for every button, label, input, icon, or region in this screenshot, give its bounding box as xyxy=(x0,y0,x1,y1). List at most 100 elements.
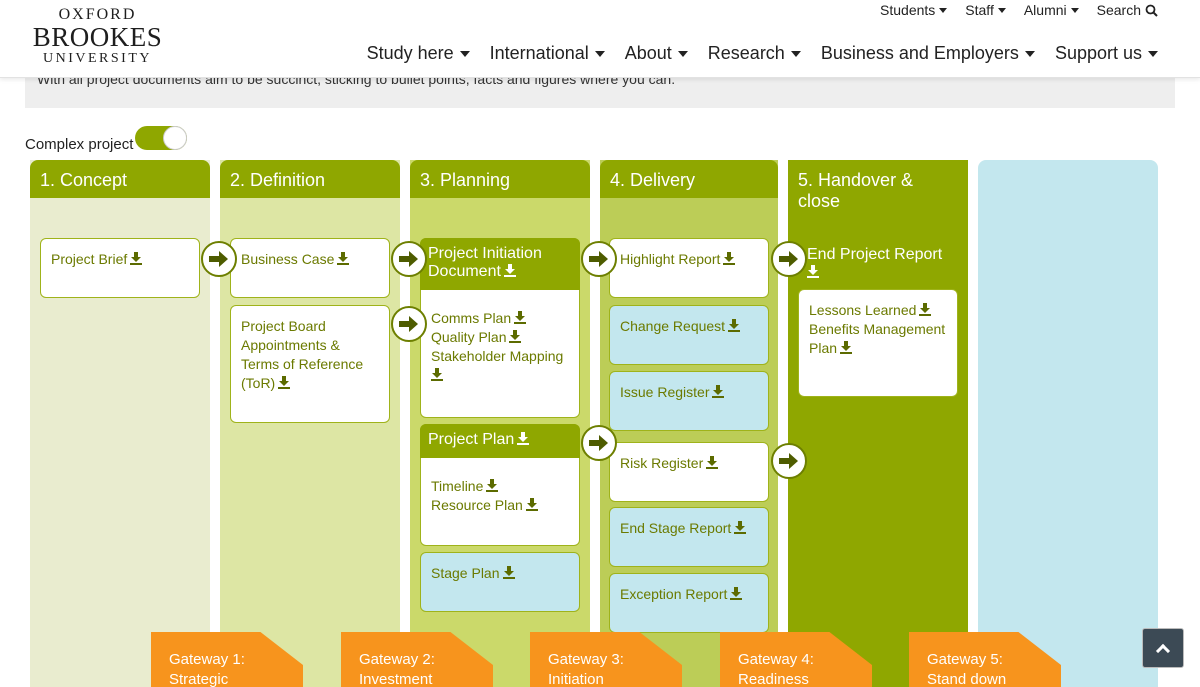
toggle-label: Complex project xyxy=(25,136,134,153)
nav-about[interactable]: About xyxy=(625,43,688,64)
download-icon[interactable] xyxy=(486,479,499,492)
download-icon[interactable] xyxy=(730,587,743,600)
doc-link-pid[interactable]: Project Initiation Document xyxy=(428,245,542,280)
caret-down-icon xyxy=(939,7,948,13)
column-title: 3. Planning xyxy=(410,160,590,198)
download-icon[interactable] xyxy=(807,265,819,278)
util-nav-students[interactable]: Students xyxy=(880,2,948,18)
doc-link-exception-report[interactable]: Exception Report xyxy=(620,586,728,602)
download-icon[interactable] xyxy=(502,566,515,579)
doc-item-stakeholder-mapping[interactable]: Stakeholder Mapping xyxy=(431,347,576,385)
doc-link-end-project-report[interactable]: End Project Report xyxy=(807,246,943,263)
nav-business-employers[interactable]: Business and Employers xyxy=(821,43,1035,64)
doc-link-highlight-report[interactable]: Highlight Report xyxy=(620,251,721,267)
doc-card-board-appointments[interactable]: Project Board Appointments & Terms of Re… xyxy=(230,305,390,423)
column-planning: 3. Planning Project Initiation Document … xyxy=(410,160,590,687)
download-icon[interactable] xyxy=(728,319,741,332)
logo-line-3: UNIVERSITY xyxy=(43,51,152,66)
download-icon[interactable] xyxy=(130,252,143,265)
doc-item-lessons-learned[interactable]: Lessons Learned xyxy=(809,301,947,320)
toggle-knob[interactable] xyxy=(163,125,188,150)
util-nav-search[interactable]: Search xyxy=(1097,2,1158,18)
column-delivery: 4. Delivery Highlight Report Change Requ… xyxy=(600,160,778,687)
doc-card-project-plan[interactable]: Project Plan Timeline Resource Plan xyxy=(420,424,580,546)
caret-down-icon xyxy=(594,50,605,57)
nav-study-here[interactable]: Study here xyxy=(367,43,470,64)
doc-card-exception-report[interactable]: Exception Report xyxy=(609,573,769,633)
doc-item-quality-plan[interactable]: Quality Plan xyxy=(431,328,576,347)
doc-link-stage-plan[interactable]: Stage Plan xyxy=(431,565,500,581)
card-header-pid[interactable]: Project Initiation Document xyxy=(420,238,580,290)
download-icon[interactable] xyxy=(919,303,932,316)
arrow-right-icon xyxy=(391,306,427,342)
doc-link-business-case[interactable]: Business Case xyxy=(241,251,335,267)
download-icon[interactable] xyxy=(517,432,530,445)
doc-card-pid[interactable]: Project Initiation Document Comms Plan Q… xyxy=(420,238,580,418)
card-header-project-plan[interactable]: Project Plan xyxy=(420,424,580,458)
nav-support-us[interactable]: Support us xyxy=(1055,43,1158,64)
doc-item-resource-plan[interactable]: Resource Plan xyxy=(431,496,576,515)
download-icon[interactable] xyxy=(431,368,443,381)
caret-down-icon xyxy=(677,50,688,57)
logo-line-2: BROOKES xyxy=(32,22,163,52)
doc-link-board-appointments[interactable]: Project Board Appointments & Terms of Re… xyxy=(241,318,364,391)
oxford-brookes-logo[interactable]: OXFORD BROOKES UNIVERSITY xyxy=(30,7,165,66)
arrow-right-icon xyxy=(581,241,617,277)
doc-card-end-stage-report[interactable]: End Stage Report xyxy=(609,507,769,567)
download-icon[interactable] xyxy=(509,330,522,343)
download-icon[interactable] xyxy=(840,341,853,354)
search-icon xyxy=(1145,4,1158,17)
nav-research[interactable]: Research xyxy=(708,43,801,64)
download-icon[interactable] xyxy=(514,311,527,324)
download-icon[interactable] xyxy=(712,385,725,398)
column-definition: 2. Definition Business Case Project Boar… xyxy=(220,160,400,687)
doc-item-timeline[interactable]: Timeline xyxy=(431,477,576,496)
column-title: 4. Delivery xyxy=(600,160,778,198)
doc-link-project-brief[interactable]: Project Brief xyxy=(51,251,128,267)
arrow-right-icon xyxy=(391,241,427,277)
complex-project-toggle[interactable] xyxy=(135,125,188,150)
doc-card-business-case[interactable]: Business Case xyxy=(230,238,390,298)
download-icon[interactable] xyxy=(503,264,516,277)
download-icon[interactable] xyxy=(278,376,291,389)
doc-link-project-plan[interactable]: Project Plan xyxy=(428,431,515,448)
gateway-1[interactable]: Gateway 1:Strategic xyxy=(151,632,303,687)
logo-line-1: OXFORD xyxy=(58,6,137,23)
download-icon[interactable] xyxy=(723,252,736,265)
doc-link-issue-register[interactable]: Issue Register xyxy=(620,384,710,400)
doc-link-end-stage-report[interactable]: End Stage Report xyxy=(620,520,732,536)
site-header: OXFORD BROOKES UNIVERSITY Students Staff… xyxy=(0,0,1200,78)
caret-down-icon xyxy=(459,50,470,57)
download-icon[interactable] xyxy=(706,456,719,469)
back-to-top-button[interactable] xyxy=(1142,628,1184,668)
doc-card-project-brief[interactable]: Project Brief xyxy=(40,238,200,298)
download-icon[interactable] xyxy=(337,252,350,265)
end-project-report-heading[interactable]: End Project Report xyxy=(807,246,957,282)
arrow-right-icon xyxy=(581,425,617,461)
doc-link-risk-register[interactable]: Risk Register xyxy=(620,455,704,471)
column-title: 2. Definition xyxy=(220,160,400,198)
doc-link-change-request[interactable]: Change Request xyxy=(620,318,726,334)
doc-card-risk-register[interactable]: Risk Register xyxy=(609,442,769,502)
column-title: 5. Handover & close xyxy=(788,160,968,211)
utility-nav: Students Staff Alumni Search xyxy=(880,2,1158,18)
nav-international[interactable]: International xyxy=(490,43,605,64)
util-nav-staff[interactable]: Staff xyxy=(965,2,1006,18)
doc-card-highlight-report[interactable]: Highlight Report xyxy=(609,238,769,298)
complex-project-toggle-row: Complex project xyxy=(25,122,188,153)
caret-down-icon xyxy=(997,7,1006,13)
util-nav-alumni[interactable]: Alumni xyxy=(1024,2,1079,18)
doc-card-handover-docs[interactable]: Lessons Learned Benefits Management Plan xyxy=(798,289,958,397)
column-concept: 1. Concept Project Brief xyxy=(30,160,210,687)
doc-card-stage-plan[interactable]: Stage Plan xyxy=(420,552,580,612)
doc-card-change-request[interactable]: Change Request xyxy=(609,305,769,365)
caret-down-icon xyxy=(1024,50,1035,57)
doc-item-comms-plan[interactable]: Comms Plan xyxy=(431,309,576,328)
download-icon[interactable] xyxy=(525,498,538,511)
download-icon[interactable] xyxy=(734,521,747,534)
doc-card-issue-register[interactable]: Issue Register xyxy=(609,371,769,431)
column-empty-blue xyxy=(978,160,1158,687)
gateway-4[interactable]: Gateway 4:Readiness xyxy=(720,632,872,687)
doc-item-benefits-management-plan[interactable]: Benefits Management Plan xyxy=(809,321,946,356)
